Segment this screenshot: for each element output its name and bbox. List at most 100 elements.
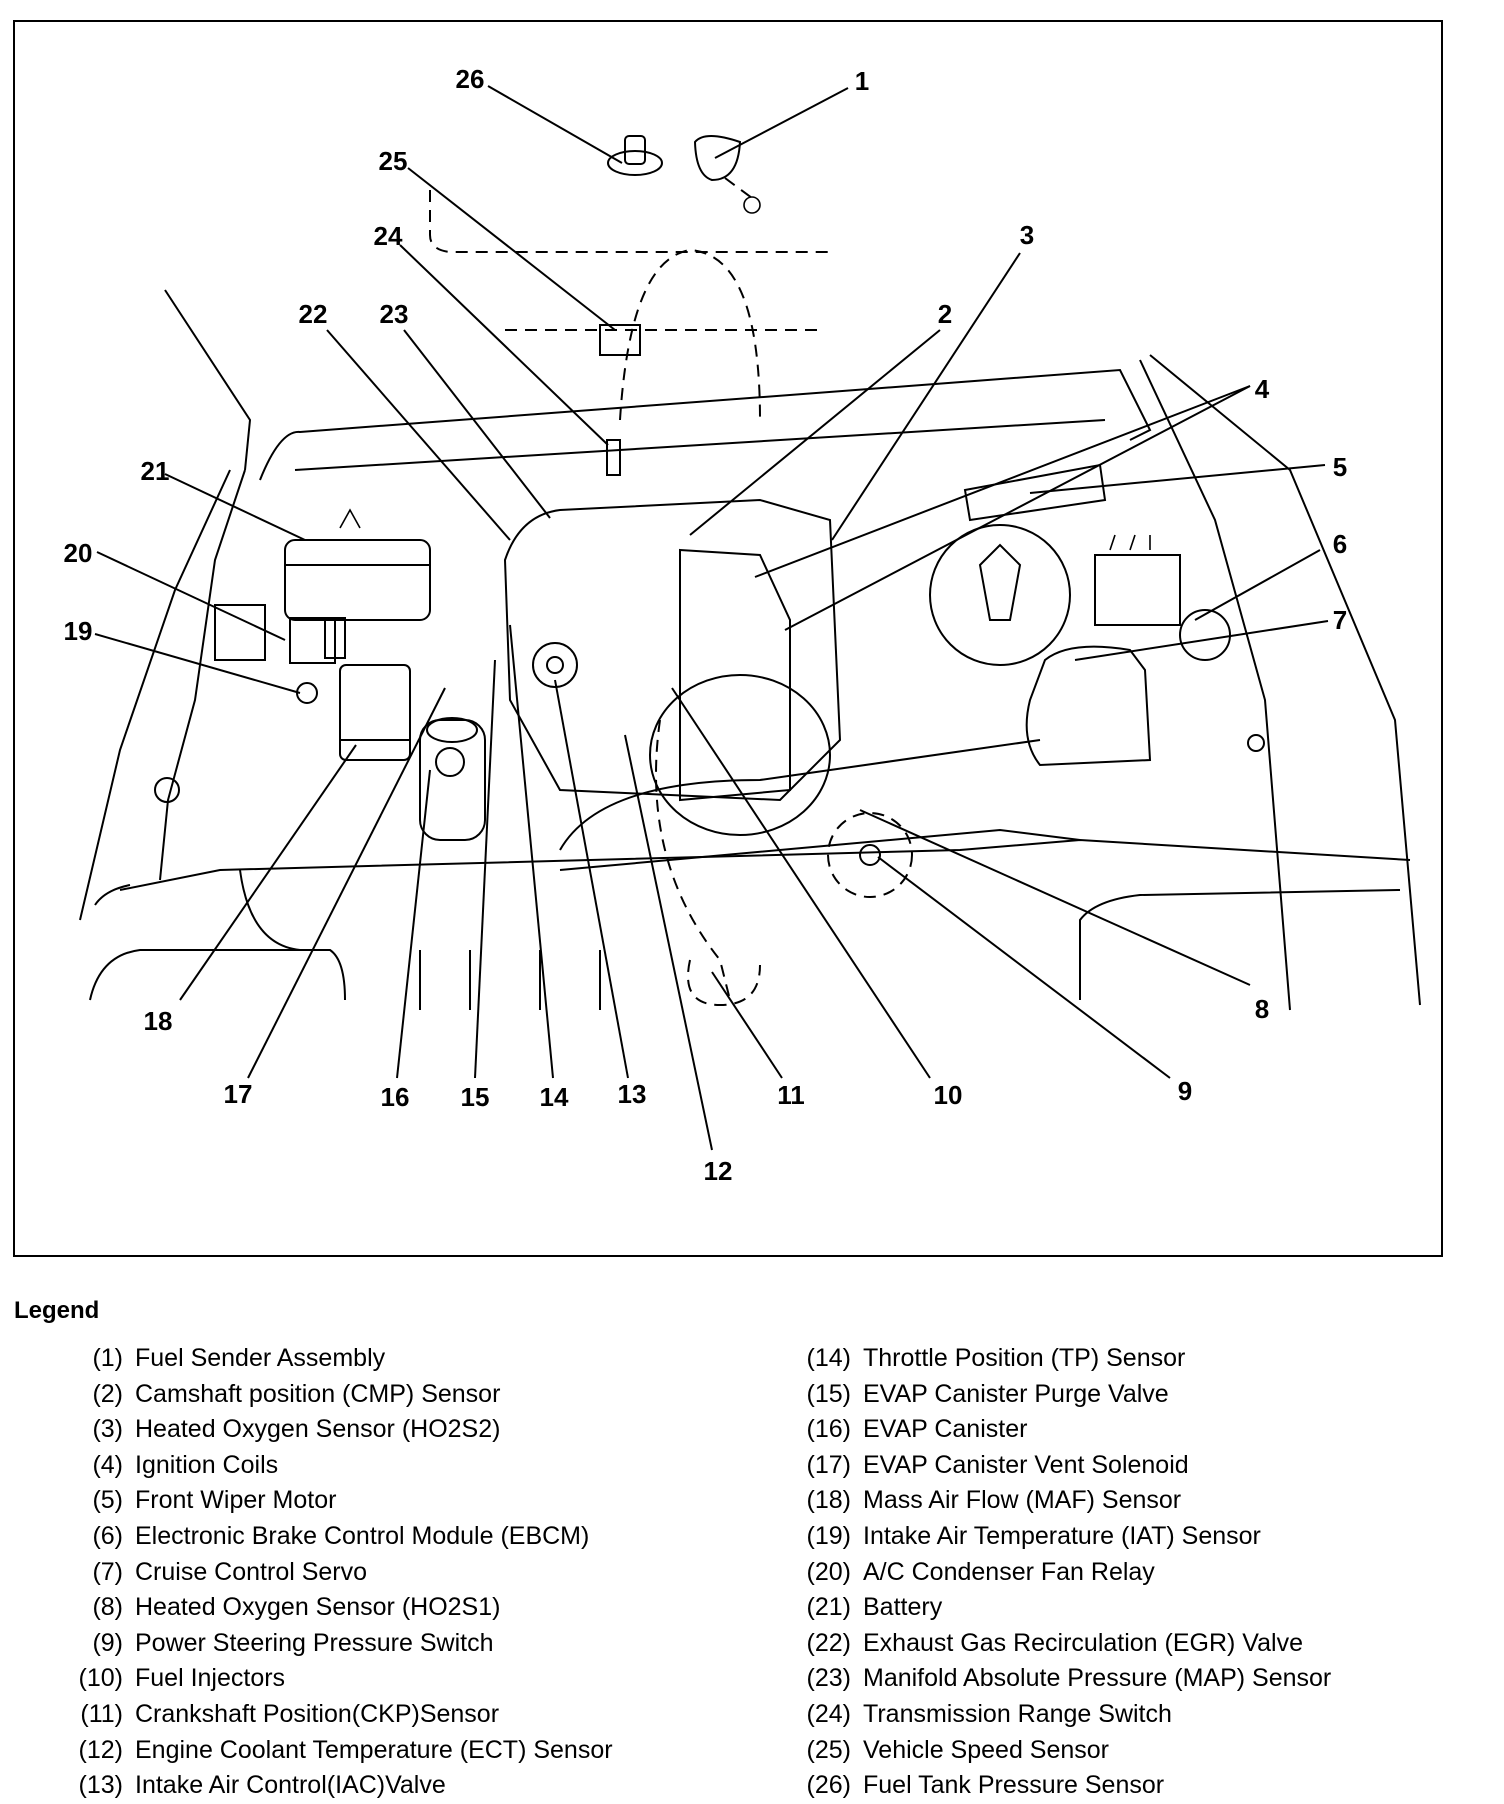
callout-5: 5 <box>1333 452 1347 482</box>
legend-item-number: (12) <box>78 1735 123 1764</box>
leader-15 <box>474 659 496 1079</box>
leader-11 <box>711 971 783 1079</box>
legend-item: (3) Heated Oxygen Sensor (HO2S2) <box>50 1412 613 1448</box>
callout-13: 13 <box>618 1079 647 1109</box>
legend-item-number: (14) <box>806 1344 851 1372</box>
legend-item-number: (24) <box>806 1699 851 1728</box>
legend-item-label: Engine Coolant Temperature (ECT) Sensor <box>135 1735 613 1764</box>
leader-17 <box>247 687 446 1079</box>
callout-25: 25 <box>379 146 408 176</box>
callout-18: 18 <box>144 1006 173 1036</box>
callout-21: 21 <box>141 456 170 486</box>
legend-item-label: Heated Oxygen Sensor (HO2S2) <box>135 1415 501 1444</box>
legend-item: (7)Cruise Control Servo <box>50 1555 613 1591</box>
callout-11: 11 <box>777 1080 805 1110</box>
diagram-frame <box>13 20 1443 1257</box>
leader-21 <box>164 473 306 541</box>
legend-item: (6) Electronic Brake Control Module (EBCM… <box>50 1519 613 1555</box>
legend-item-label: A/C Condenser Fan Relay <box>863 1557 1155 1586</box>
callout-leaders <box>94 85 1329 1151</box>
legend-item-label: Intake Air Control(IAC)Valve <box>135 1771 446 1800</box>
legend-item-number: (11) <box>80 1699 123 1728</box>
callout-20: 20 <box>64 538 93 568</box>
legend-item-number: (8) <box>92 1593 123 1622</box>
legend-item-label: Intake Air Temperature (IAT) Sensor <box>863 1521 1261 1550</box>
legend-item-label: Fuel Sender Assembly <box>135 1344 386 1372</box>
legend-item-label: Exhaust Gas Recirculation (EGR) Valve <box>863 1628 1303 1657</box>
legend-item-number: (13) <box>78 1771 123 1800</box>
leader-10 <box>671 687 931 1079</box>
legend-item-number: (4) <box>92 1450 123 1479</box>
callout-16: 16 <box>381 1082 410 1112</box>
legend-item-label: Heated Oxygen Sensor (HO2S1) <box>135 1593 501 1622</box>
callout-12: 12 <box>704 1156 733 1186</box>
leader-22 <box>326 329 511 541</box>
engine-compartment-drawing <box>79 135 1421 1011</box>
callout-22: 22 <box>299 299 328 329</box>
leader-16 <box>396 769 431 1079</box>
legend-item-number: (19) <box>806 1521 851 1550</box>
legend-item: (26) Fuel Tank Pressure Sensor <box>798 1768 1331 1804</box>
leader-14 <box>509 624 554 1079</box>
leader-4b <box>784 385 1251 631</box>
legend-column-left: (1)Fuel Sender Assembly (2)Camshaft posi… <box>50 1341 613 1804</box>
legend-item: (14) Throttle Position (TP) Sensor <box>798 1341 1331 1377</box>
legend-item-number: (5) <box>92 1486 123 1515</box>
legend-item-label: EVAP Canister Vent Solenoid <box>863 1450 1189 1479</box>
legend-item-label: Throttle Position (TP) Sensor <box>863 1344 1186 1372</box>
callout-14: 14 <box>540 1082 569 1112</box>
legend-title: Legend <box>14 1297 100 1324</box>
legend-item: (21)Battery <box>798 1590 1331 1626</box>
leader-4a <box>754 385 1251 578</box>
legend-item-number: (2) <box>92 1379 123 1408</box>
leader-18 <box>179 744 357 1001</box>
callout-9: 9 <box>1178 1076 1192 1106</box>
legend-item-number: (16) <box>806 1415 851 1444</box>
leader-12 <box>624 734 713 1151</box>
legend-item-number: (17) <box>806 1450 851 1479</box>
callout-8: 8 <box>1255 994 1269 1024</box>
legend-item-label: EVAP Canister <box>863 1415 1028 1444</box>
engine-compartment-diagram: 26 1 25 24 3 22 23 2 4 5 21 6 20 7 19 8 … <box>64 64 1421 1186</box>
legend-item-number: (15) <box>806 1379 851 1408</box>
leader-25 <box>407 167 616 331</box>
legend-item-number: (26) <box>806 1771 851 1800</box>
legend-item: (16) EVAP Canister <box>798 1412 1331 1448</box>
legend-item-number: (22) <box>806 1628 851 1657</box>
legend-item: (19) Intake Air Temperature (IAT) Sensor <box>798 1519 1331 1555</box>
legend-item-number: (9) <box>92 1628 123 1657</box>
legend-item-label: Transmission Range Switch <box>863 1699 1172 1728</box>
callout-1: 1 <box>855 66 869 96</box>
legend-item-label: Electronic Brake Control Module (EBCM) <box>135 1521 590 1550</box>
legend-item-number: (10) <box>78 1664 123 1693</box>
callout-4: 4 <box>1255 374 1270 404</box>
callout-23: 23 <box>380 299 409 329</box>
legend-item-label: Cruise Control Servo <box>135 1557 368 1586</box>
legend-item: (18)Mass Air Flow (MAF) Sensor <box>798 1483 1331 1519</box>
legend-item: (8) Heated Oxygen Sensor (HO2S1) <box>50 1590 613 1626</box>
legend-item-number: (3) <box>92 1415 123 1444</box>
legend-item-label: Camshaft position (CMP) Sensor <box>135 1379 501 1408</box>
callout-15: 15 <box>461 1082 490 1112</box>
legend-item-number: (6) <box>92 1521 123 1550</box>
callout-19: 19 <box>64 616 93 646</box>
callout-10: 10 <box>934 1080 963 1110</box>
legend-item-number: (20) <box>806 1557 851 1586</box>
leader-5 <box>1029 464 1326 494</box>
leader-8 <box>859 809 1251 986</box>
legend-item-number: (23) <box>806 1664 851 1693</box>
legend-item: (20) A/C Condenser Fan Relay <box>798 1555 1331 1591</box>
legend-item: (12) Engine Coolant Temperature (ECT) Sen… <box>50 1733 613 1769</box>
legend-item-label: Ignition Coils <box>135 1450 279 1479</box>
legend-item: (2) Camshaft position (CMP) Sensor <box>50 1377 613 1413</box>
leader-20 <box>96 551 286 641</box>
leader-7 <box>1074 620 1329 661</box>
leader-24 <box>399 244 609 446</box>
legend-item-label: Battery <box>863 1593 943 1622</box>
legend-item-label: Fuel Tank Pressure Sensor <box>863 1771 1165 1800</box>
legend-item-label: Manifold Absolute Pressure (MAP) Sensor <box>863 1664 1332 1693</box>
legend-column-right: (14) Throttle Position (TP) Sensor (15) EV… <box>798 1341 1332 1804</box>
legend-item-number: (25) <box>806 1735 851 1764</box>
callout-26: 26 <box>456 64 485 94</box>
leader-19 <box>94 633 301 694</box>
